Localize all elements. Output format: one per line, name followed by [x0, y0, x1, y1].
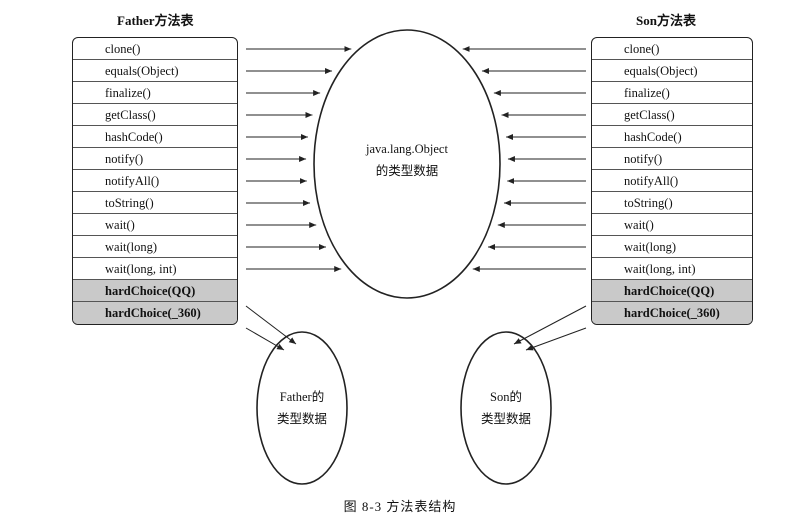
- father-method-row: finalize(): [73, 82, 237, 104]
- father-method-row: wait(long, int): [73, 258, 237, 280]
- son-method-row: hardChoice(QQ): [592, 280, 752, 302]
- son-type-label: Son的 类型数据: [466, 386, 546, 430]
- object-type-name: java.lang.Object: [366, 142, 448, 156]
- son-method-row: clone(): [592, 38, 752, 60]
- object-type-ellipse: [313, 29, 501, 299]
- son-method-row: wait(): [592, 214, 752, 236]
- son-method-row: toString(): [592, 192, 752, 214]
- father-override-arrow: [245, 327, 285, 351]
- son-type-suffix: 类型数据: [480, 412, 531, 426]
- father-type-suffix: 类型数据: [276, 412, 327, 426]
- son-method-row: wait(long): [592, 236, 752, 258]
- son-method-row: notify(): [592, 148, 752, 170]
- son-method-row: equals(Object): [592, 60, 752, 82]
- father-type-label: Father的 类型数据: [262, 386, 342, 430]
- father-method-row: hardChoice(QQ): [73, 280, 237, 302]
- father-method-row: equals(Object): [73, 60, 237, 82]
- figure-caption: 图 8-3 方法表结构: [343, 499, 457, 514]
- father-method-row: wait(): [73, 214, 237, 236]
- reference-arrows: [245, 46, 587, 351]
- father-type-name: Father的: [279, 390, 325, 404]
- father-method-row: clone(): [73, 38, 237, 60]
- father-override-arrow: [245, 305, 297, 345]
- son-type-ellipse: [460, 331, 552, 485]
- son-method-row: wait(long, int): [592, 258, 752, 280]
- son-method-table: clone()equals(Object)finalize()getClass(…: [591, 37, 753, 325]
- son-method-row: finalize(): [592, 82, 752, 104]
- father-method-row: hashCode(): [73, 126, 237, 148]
- son-method-row: getClass(): [592, 104, 752, 126]
- son-method-row: hashCode(): [592, 126, 752, 148]
- father-method-row: hardChoice(_360): [73, 302, 237, 324]
- father-method-table: clone()equals(Object)finalize()getClass(…: [72, 37, 238, 325]
- son-method-row: hardChoice(_360): [592, 302, 752, 324]
- father-method-row: toString(): [73, 192, 237, 214]
- object-type-suffix: 的类型数据: [375, 164, 439, 178]
- father-method-row: wait(long): [73, 236, 237, 258]
- object-type-label: java.lang.Object 的类型数据: [347, 138, 467, 182]
- father-table-title: Father方法表: [117, 13, 194, 28]
- father-type-ellipse: [256, 331, 348, 485]
- father-method-row: notify(): [73, 148, 237, 170]
- son-method-row: notifyAll(): [592, 170, 752, 192]
- father-method-row: getClass(): [73, 104, 237, 126]
- son-override-arrow: [513, 305, 587, 345]
- son-type-name: Son的: [490, 390, 522, 404]
- father-method-row: notifyAll(): [73, 170, 237, 192]
- son-override-arrow: [525, 327, 587, 351]
- son-table-title: Son方法表: [636, 13, 696, 28]
